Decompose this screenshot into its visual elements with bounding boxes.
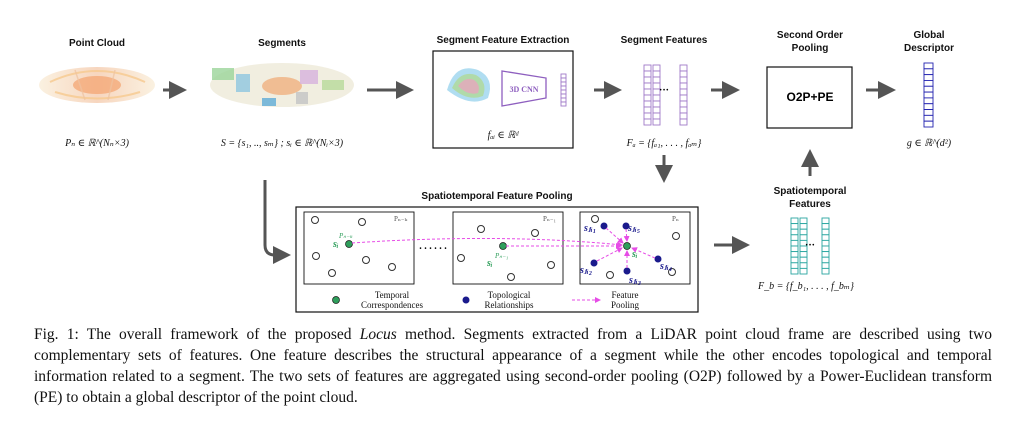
label-sj5: sⱼᵢ₅ (627, 223, 640, 234)
extraction-title: Segment Feature Extraction (437, 35, 570, 46)
segment-shape-image (447, 68, 491, 102)
global-title-2: Descriptor (904, 43, 954, 54)
point-cloud-title: Point Cloud (69, 38, 125, 49)
frame-label-1: Pₙ₋₁ (543, 215, 556, 223)
st-title-2: Features (789, 199, 831, 210)
caption-suffix: method. Segments extracted from a LiDAR … (34, 326, 993, 406)
label-si-k: sᵢ (332, 239, 339, 250)
segment-feature-columns (643, 64, 688, 126)
label-sj1: sⱼᵢ₁ (583, 223, 596, 234)
single-feature-vector (560, 73, 567, 107)
extraction-math: fₐᵢ ∈ ℝᵈ (488, 130, 520, 141)
o2p-title-2: Pooling (792, 43, 829, 54)
caption-method: Locus (359, 326, 397, 343)
caption-prefix: Fig. 1: The overall framework of the pro… (34, 326, 360, 343)
frame-n-minus-k (303, 211, 415, 285)
st-feature-column (799, 217, 808, 275)
segment-features-ellipsis: ··· (659, 85, 669, 96)
temporal-point-k (345, 240, 353, 248)
cnn-trapezoid (501, 70, 547, 107)
segment-feature-column (679, 64, 688, 126)
global-vector (923, 62, 934, 128)
o2p-box (766, 66, 853, 129)
legend-temporal-marker (332, 296, 340, 304)
label-sj2: sⱼᵢ₂ (579, 265, 592, 276)
frames-ellipsis: . . . . . . (419, 241, 447, 252)
frame-label-k: Pₙ₋ₖ (394, 215, 408, 223)
cnn-label: 3D CNN (509, 85, 538, 94)
topological-points (590, 222, 662, 275)
st-feature-column (790, 217, 799, 275)
st-math: F_b = {f_b₁, . . . , f_bₘ} (757, 281, 854, 292)
current-segment-point (623, 242, 631, 250)
o2p-label: O2P+PE (786, 90, 833, 104)
st-features-ellipsis: ··· (805, 240, 815, 251)
point-cloud-image (39, 67, 155, 103)
st-feature-column (821, 217, 830, 275)
segments-math: S = {s₁, .., sₘ} ; sᵢ ∈ ℝ^(Nᵢ×3) (221, 138, 344, 149)
frame-n-minus-1 (452, 211, 564, 285)
global-math: g ∈ ℝ^(d²) (907, 138, 952, 149)
legend-topological-1: Topological (488, 290, 531, 300)
figure-caption: Fig. 1: The overall framework of the pro… (34, 324, 992, 408)
legend-pooling-1: Feature (612, 290, 639, 300)
label-sup-k: Pₙ₋ₖ (338, 232, 354, 240)
label-sup-1: Pₙ₋₁ (494, 252, 508, 260)
pooling-title: Spatiotemporal Feature Pooling (421, 191, 572, 202)
segment-feature-column (652, 64, 661, 126)
st-title-1: Spatiotemporal (774, 186, 847, 197)
temporal-point-1 (499, 242, 507, 250)
label-sj3: sⱼᵢ₃ (628, 275, 641, 286)
point-cloud-math: Pₙ ∈ ℝ^(Nₙ×3) (64, 138, 130, 149)
extraction-feature-vector (560, 73, 567, 107)
segment-feature-column (643, 64, 652, 126)
legend-topological-marker (462, 296, 470, 304)
global-descriptor-vector (923, 62, 934, 128)
framework-diagram: Point Cloud Pₙ ∈ ℝ^(Nₙ×3) Segments S = {… (39, 30, 954, 313)
segments-title: Segments (258, 38, 306, 49)
st-feature-columns (790, 217, 830, 275)
segment-features-title: Segment Features (621, 35, 708, 46)
global-title-1: Global (913, 30, 944, 41)
pooling-box (295, 206, 699, 313)
label-si: sᵢ (631, 249, 638, 260)
o2p-title-1: Second Order (777, 30, 843, 41)
feature-pooling-arrows (351, 227, 656, 268)
label-sj4: sⱼᵢ₄ (659, 261, 672, 272)
legend-pooling-2: Pooling (611, 300, 640, 310)
frame-label-n: Pₙ (672, 215, 679, 223)
legend-temporal-1: Temporal (375, 290, 410, 300)
frame-n (579, 211, 691, 285)
segment-features-math: Fₐ = {fₐ₁, . . . , fₐₘ} (626, 138, 702, 149)
segments-image (210, 63, 354, 107)
arrow-segments-to-pooling (263, 180, 291, 264)
label-si-1: sᵢ (486, 258, 493, 269)
empty-segment-points (311, 215, 680, 281)
extraction-box (432, 50, 574, 149)
legend-temporal-2: Correspondences (361, 300, 423, 310)
legend-topological-2: Relationships (485, 300, 534, 310)
